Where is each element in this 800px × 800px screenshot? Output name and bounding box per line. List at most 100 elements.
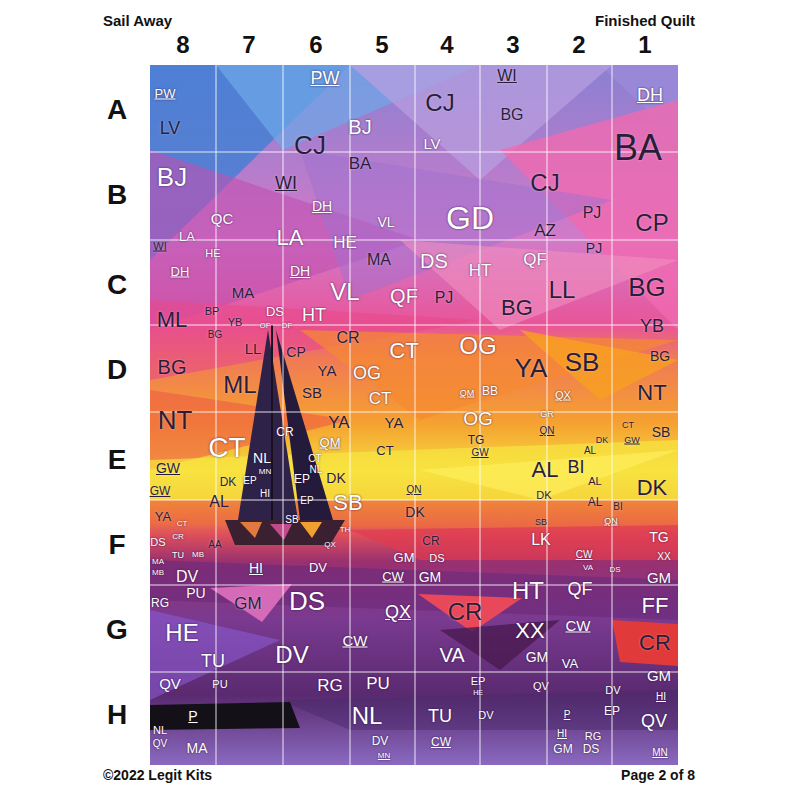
fabric-code: CR — [336, 330, 359, 346]
column-number: 6 — [309, 33, 322, 57]
fabric-code: TU — [201, 652, 225, 670]
fabric-code: TG — [649, 530, 668, 544]
fabric-code: DF — [282, 322, 293, 330]
fabric-code: EP — [300, 496, 313, 506]
fabric-code: BG — [158, 357, 187, 377]
fabric-code: DK — [405, 505, 424, 519]
fabric-code: PJ — [435, 290, 454, 306]
fabric-code: MA — [152, 558, 164, 566]
fabric-code: BG — [650, 349, 670, 363]
fabric-code: RG — [151, 597, 169, 609]
fabric-code: HT — [302, 306, 326, 324]
fabric-code: PU — [366, 675, 390, 692]
fabric-code: OG — [459, 334, 496, 358]
fabric-code: GW — [150, 485, 171, 497]
fabric-code: GM — [394, 551, 415, 564]
fabric-code: MB — [152, 569, 164, 577]
row-letter: F — [108, 531, 125, 559]
fabric-code: DS — [429, 553, 444, 564]
fabric-code: AL — [584, 446, 596, 456]
fabric-code: LA — [179, 230, 195, 243]
fabric-code: CW — [576, 550, 593, 560]
fabric-code: HI — [656, 692, 666, 702]
fabric-code: DK — [536, 490, 551, 501]
fabric-code: PJ — [586, 241, 602, 255]
fabric-code: DH — [171, 265, 190, 278]
fabric-code: QF — [568, 580, 593, 598]
fabric-code: CT — [208, 434, 245, 462]
fabric-code: QF — [523, 251, 547, 268]
fabric-code: QF — [390, 286, 418, 306]
fabric-code: ML — [223, 373, 256, 397]
fabric-code: NL — [253, 451, 271, 465]
fabric-code: RG — [317, 677, 343, 694]
fabric-code: HI — [557, 729, 567, 739]
fabric-code: NT — [158, 407, 193, 433]
fabric-code: LL — [549, 278, 576, 302]
fabric-code: GR — [540, 410, 554, 419]
fabric-code: DS — [583, 743, 600, 755]
fabric-code: QM — [460, 389, 475, 398]
fabric-code: BG — [501, 297, 533, 319]
fabric-code: QV — [159, 676, 181, 691]
fabric-code: VL — [330, 280, 359, 304]
fabric-code: CT — [369, 390, 392, 407]
row-letter: H — [107, 701, 127, 729]
fabric-code: RG — [585, 731, 602, 742]
fabric-code: OG — [463, 409, 493, 428]
fabric-code: DS — [609, 566, 620, 574]
fabric-code: QN — [540, 426, 555, 436]
fabric-code: HE — [165, 621, 198, 645]
fabric-code: MA — [367, 252, 391, 268]
fabric-code: WI — [275, 174, 297, 192]
fabric-code: NT — [637, 382, 666, 404]
fabric-code: CJ — [425, 91, 454, 115]
fabric-code: CW — [343, 633, 368, 648]
fabric-code: DV — [275, 643, 308, 667]
fabric-code: DK — [596, 436, 609, 445]
fabric-code: FF — [642, 595, 669, 617]
fabric-code: SB — [565, 349, 600, 375]
fabric-code: YA — [155, 510, 171, 523]
fabric-code: EP — [294, 473, 310, 485]
fabric-code: EP — [471, 676, 486, 687]
column-number: 3 — [506, 33, 519, 57]
column-number: 8 — [176, 33, 189, 57]
fabric-code: AL — [532, 459, 559, 481]
footer-text: ©2022 Legit Kits — [103, 768, 212, 782]
fabric-code: EP — [604, 705, 620, 717]
fabric-code: LA — [277, 227, 304, 249]
fabric-code: QN — [604, 517, 618, 526]
fabric-code: TG — [468, 434, 485, 446]
fabric-code: CW — [431, 736, 451, 748]
fabric-code: HE — [473, 689, 483, 696]
fabric-code: BP — [205, 306, 220, 317]
fabric-code: LL — [245, 341, 262, 356]
fabric-code: GW — [471, 448, 488, 458]
fabric-code: PW — [155, 87, 176, 100]
fabric-code: BG — [208, 330, 222, 340]
fabric-code: HT — [469, 262, 492, 279]
fabric-code: AA — [208, 540, 221, 550]
fabric-code: CT — [308, 454, 321, 464]
fabric-code: XX — [657, 552, 670, 562]
fabric-code: CP — [286, 345, 305, 359]
fabric-code: LV — [160, 119, 181, 137]
fabric-code: GM — [647, 570, 671, 585]
fabric-code: MN — [259, 468, 271, 476]
column-number: 5 — [375, 33, 388, 57]
fabric-code: HI — [249, 561, 263, 575]
fabric-code: GD — [446, 202, 494, 234]
fabric-code: DK — [637, 477, 668, 499]
fabric-code: MA — [187, 741, 208, 755]
fabric-code: CJ — [530, 171, 559, 195]
fabric-code: QV — [153, 739, 167, 749]
fabric-code: CJ — [294, 132, 326, 158]
fabric-code: VL — [377, 215, 394, 229]
fabric-code: DS — [289, 588, 325, 614]
fabric-code: SB — [535, 518, 547, 527]
fabric-code: MN — [652, 748, 668, 758]
fabric-code: GM — [647, 668, 671, 683]
fabric-code: QX — [555, 390, 571, 401]
